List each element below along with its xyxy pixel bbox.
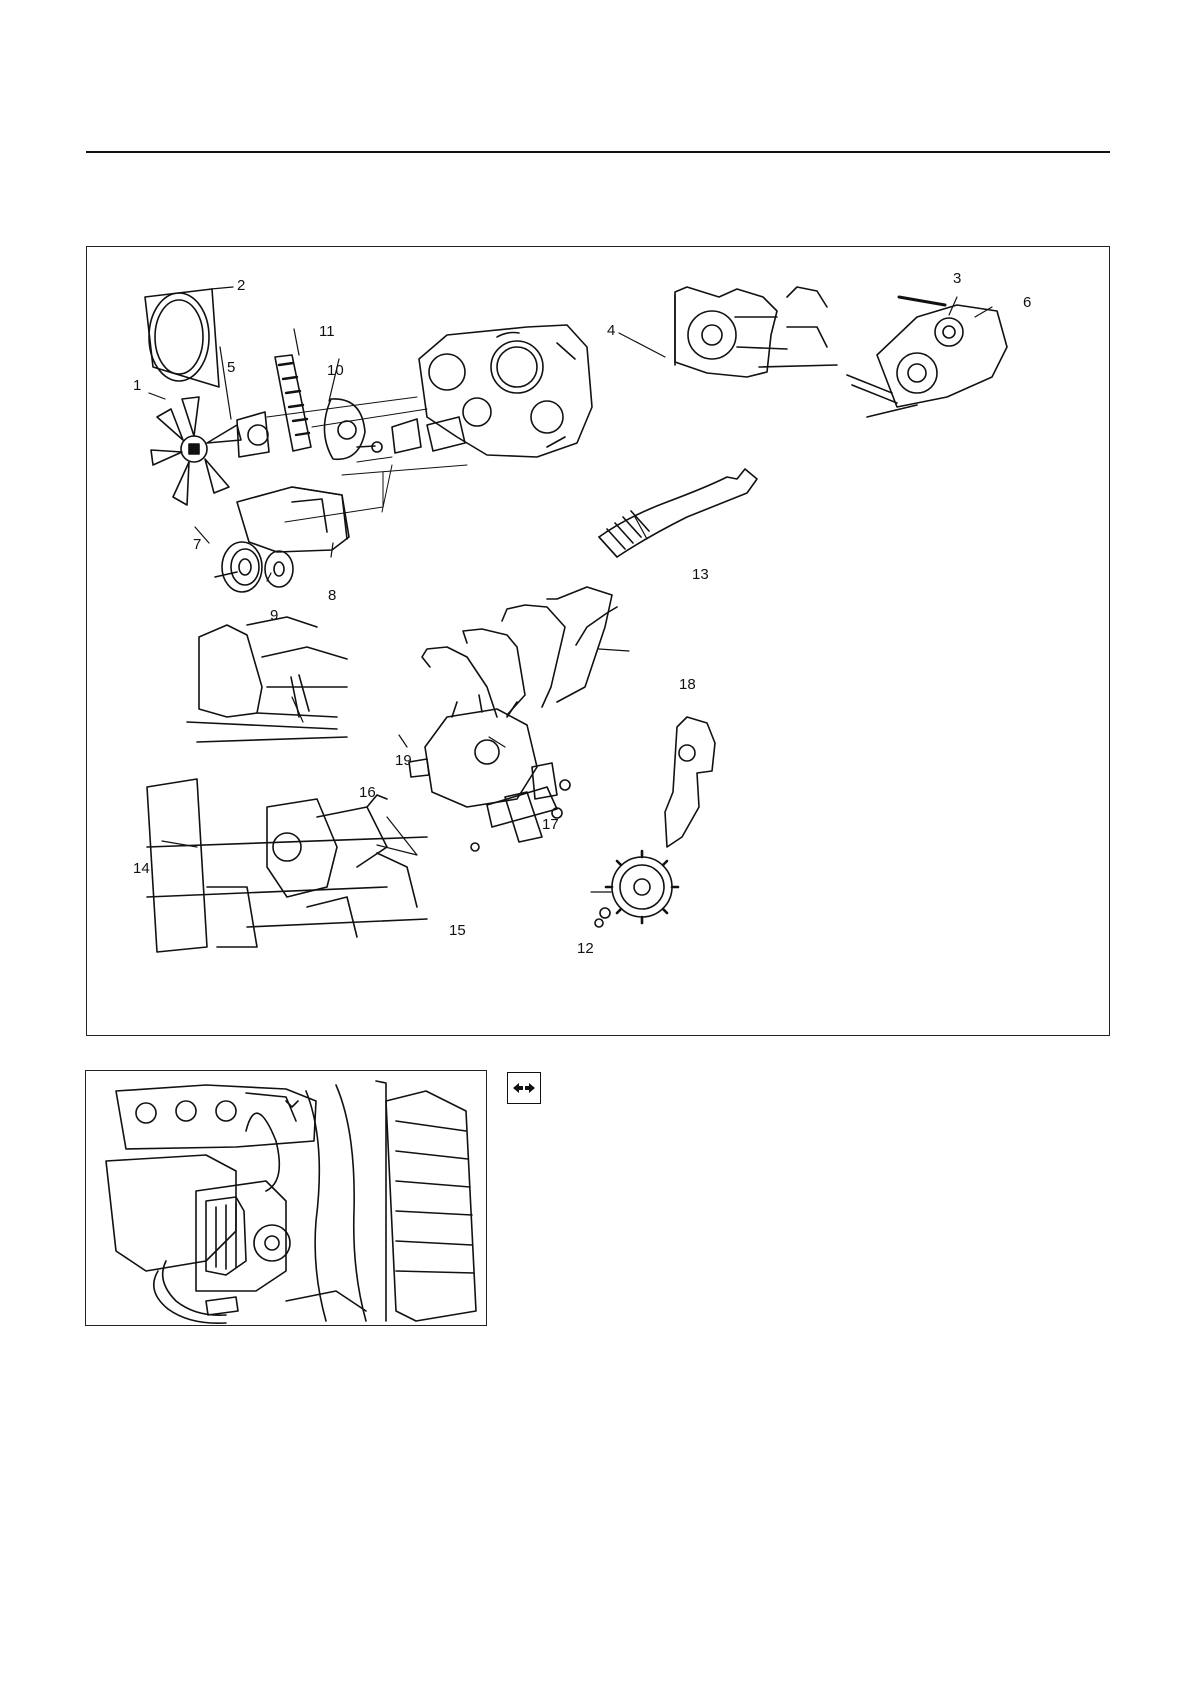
callout-4: 4 <box>607 323 615 339</box>
engine-block-drawing <box>419 325 592 457</box>
leader-lines <box>267 397 467 522</box>
fan-pulley-drawing <box>237 412 269 457</box>
callout-13: 13 <box>692 567 709 583</box>
callout-18: 18 <box>679 677 696 693</box>
injection-pump-drawing <box>409 695 557 827</box>
double-arrow-icon <box>507 1072 541 1104</box>
callout-leaders <box>149 287 992 892</box>
callout-16: 16 <box>359 785 376 801</box>
callout-19: 19 <box>395 753 412 769</box>
callout-2: 2 <box>237 278 245 294</box>
fuel-hose-photo-drawing <box>187 617 347 742</box>
callout-3: 3 <box>953 271 961 287</box>
callout-6: 6 <box>1023 295 1031 311</box>
callout-5: 5 <box>227 360 235 376</box>
callout-15: 15 <box>449 923 466 939</box>
alternator-assembly-drawing <box>847 297 1007 417</box>
pump-installed-photo-drawing <box>147 779 427 952</box>
engine-bay-illustration <box>85 1070 487 1326</box>
callout-17: 17 <box>542 817 559 833</box>
engine-bay-drawing <box>86 1071 487 1326</box>
callout-11: 11 <box>319 324 335 340</box>
callout-7: 7 <box>193 537 201 553</box>
callout-9: 9 <box>270 608 278 624</box>
injection-lines-drawing <box>422 587 617 717</box>
removal-arrows-glyph <box>512 1081 536 1095</box>
callout-1: 1 <box>133 378 141 394</box>
exploded-view-drawing <box>87 247 1111 1037</box>
timing-cover-drawing <box>237 487 349 552</box>
air-duct-drawing <box>599 469 757 557</box>
idler-pulley-drawing <box>357 417 465 453</box>
callout-14: 14 <box>133 861 150 877</box>
gear-plate-drawing <box>665 717 715 847</box>
callout-10: 10 <box>327 363 344 379</box>
timing-housing-drawing <box>324 399 365 459</box>
header-rule <box>86 151 1110 153</box>
exploded-view-figure: 1 2 3 4 5 6 7 8 9 10 11 12 13 14 15 16 1… <box>86 246 1110 1036</box>
crankshaft-pulley-drawing <box>215 542 262 592</box>
crank-timing-pulley-drawing <box>265 551 293 587</box>
water-pump-photo-drawing <box>675 287 837 377</box>
timing-belt-drawing <box>275 355 311 451</box>
callout-12: 12 <box>577 941 594 957</box>
fan-shroud-drawing <box>145 289 219 387</box>
pump-gear-drawing <box>595 851 678 927</box>
callout-8: 8 <box>328 588 336 604</box>
cooling-fan-drawing <box>151 397 241 505</box>
